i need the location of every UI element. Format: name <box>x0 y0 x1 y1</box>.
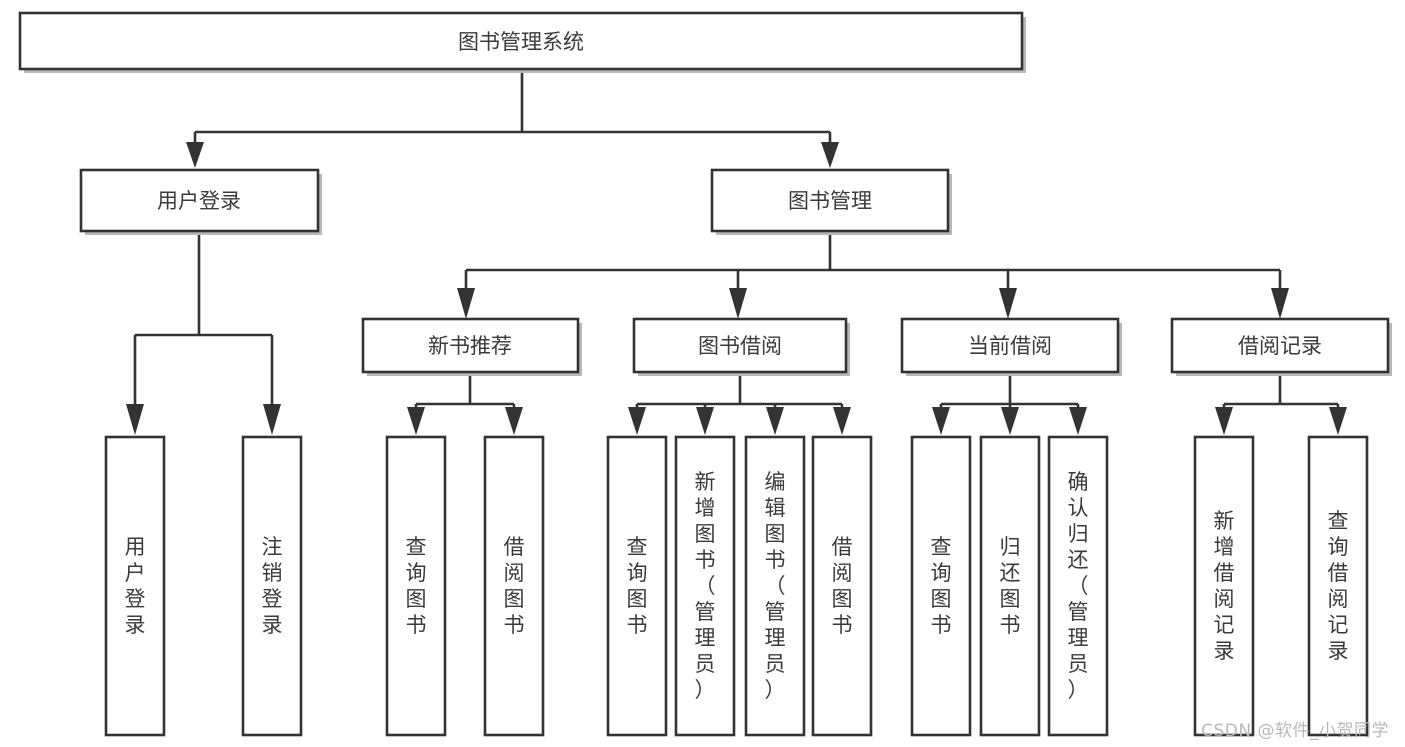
node-book-borrow-box <box>632 317 848 374</box>
node-book-borrow[interactable]: 图书借阅 <box>632 317 850 376</box>
node-leaf-query-book-1-label: 查询图书 <box>406 535 427 637</box>
arrow-bookborrow-leaf-3 <box>766 407 784 435</box>
node-root-label: 图书管理系统 <box>458 30 584 54</box>
node-leaf-query-book-3-label: 查询图书 <box>931 535 952 637</box>
node-leaf-confirm-return-box <box>1047 435 1109 737</box>
node-leaf-add-record[interactable]: 新增借阅记录 <box>1193 435 1255 737</box>
node-leaf-add-book-label: 新增图书（管理员） <box>695 470 716 702</box>
node-new-book-rec-box <box>361 317 580 374</box>
node-borrow-record[interactable]: 借阅记录 <box>1170 317 1392 376</box>
node-leaf-confirm-return[interactable]: 确认归还（管理员） <box>1047 435 1109 737</box>
node-leaf-query-book-3[interactable]: 查询图书 <box>910 435 972 737</box>
node-leaf-query-record-box <box>1307 435 1369 737</box>
node-leaf-add-record-box <box>1193 435 1255 737</box>
node-leaf-borrow-book-2-label: 借阅图书 <box>832 535 853 637</box>
node-leaf-borrow-book-1-box <box>483 435 545 737</box>
arrow-borrowrecord-leaf-1 <box>1215 407 1233 435</box>
arrow-bookmanage-to-bookborrow <box>729 288 747 319</box>
node-leaf-query-book-1-box <box>385 435 447 737</box>
arrow-bookborrow-leaf-2 <box>696 407 714 435</box>
node-new-book-rec-label: 新书推荐 <box>428 334 512 358</box>
node-leaf-confirm-return-label: 确认归还（管理员） <box>1068 470 1089 702</box>
node-leaf-query-book-2-box <box>606 435 668 737</box>
arrow-root-to-book-manage <box>821 142 839 168</box>
arrow-borrowrecord-leaf-2 <box>1329 407 1347 435</box>
node-leaf-query-record[interactable]: 查询借阅记录 <box>1307 435 1369 737</box>
arrow-bookmanage-to-newbook <box>457 288 475 319</box>
node-borrow-record-box <box>1170 317 1390 374</box>
node-leaf-user-login-box <box>104 435 166 737</box>
node-leaf-return-book[interactable]: 归还图书 <box>979 435 1041 737</box>
node-leaf-borrow-book-1[interactable]: 借阅图书 <box>483 435 545 737</box>
node-new-book-rec[interactable]: 新书推荐 <box>361 317 582 376</box>
arrow-userlogin-leaf-2 <box>263 404 281 435</box>
node-book-manage[interactable]: 图书管理 <box>710 168 952 235</box>
node-leaf-query-record-label: 查询借阅记录 <box>1328 509 1349 663</box>
node-leaf-query-book-3-box <box>910 435 972 737</box>
node-leaf-logout[interactable]: 注销登录 <box>241 435 303 737</box>
node-current-borrow-label: 当前借阅 <box>968 334 1052 358</box>
node-user-login-label: 用户登录 <box>157 189 241 213</box>
arrow-currentborrow-leaf-3 <box>1069 407 1087 435</box>
node-leaf-borrow-book-2[interactable]: 借阅图书 <box>811 435 873 737</box>
node-leaf-return-book-label: 归还图书 <box>1000 535 1021 637</box>
node-leaf-user-login[interactable]: 用户登录 <box>104 435 166 737</box>
node-leaf-add-book-box <box>674 435 736 737</box>
arrow-bookborrow-leaf-1 <box>628 407 646 435</box>
node-leaf-query-book-2[interactable]: 查询图书 <box>606 435 668 737</box>
node-root[interactable]: 图书管理系统 <box>18 11 1026 73</box>
node-leaf-borrow-book-2-box <box>811 435 873 737</box>
arrow-userlogin-leaf-1 <box>126 404 144 435</box>
node-leaf-edit-book-box <box>744 435 806 737</box>
node-current-borrow-box <box>900 317 1120 374</box>
node-borrow-record-label: 借阅记录 <box>1238 334 1322 358</box>
arrow-currentborrow-leaf-1 <box>932 407 950 435</box>
arrow-bookborrow-leaf-4 <box>833 407 851 435</box>
node-leaf-query-book-1[interactable]: 查询图书 <box>385 435 447 737</box>
node-leaf-logout-box <box>241 435 303 737</box>
node-leaf-user-login-label: 用户登录 <box>125 535 146 637</box>
node-user-login-box <box>79 168 320 233</box>
arrow-newbook-leaf-2 <box>505 407 523 435</box>
edge-layer <box>126 71 1347 435</box>
node-book-borrow-label: 图书借阅 <box>698 334 782 358</box>
node-leaf-borrow-book-1-label: 借阅图书 <box>504 535 525 637</box>
node-leaf-logout-label: 注销登录 <box>262 535 283 637</box>
node-book-manage-label: 图书管理 <box>788 189 872 213</box>
node-user-login[interactable]: 用户登录 <box>79 168 322 235</box>
arrow-root-to-user-login <box>186 142 204 168</box>
node-book-manage-box <box>710 168 950 233</box>
node-current-borrow[interactable]: 当前借阅 <box>900 317 1122 376</box>
node-leaf-edit-book[interactable]: 编辑图书（管理员） <box>744 435 806 737</box>
node-leaf-query-book-2-label: 查询图书 <box>627 535 648 637</box>
node-root-box <box>18 11 1024 71</box>
arrow-bookmanage-to-currentborrow <box>999 288 1017 319</box>
arrow-newbook-leaf-1 <box>407 407 425 435</box>
node-leaf-return-book-box <box>979 435 1041 737</box>
node-leaf-edit-book-label: 编辑图书（管理员） <box>765 470 786 702</box>
arrow-currentborrow-leaf-2 <box>1001 407 1019 435</box>
arrow-bookmanage-to-borrowrecord <box>1271 288 1289 319</box>
node-leaf-add-book[interactable]: 新增图书（管理员） <box>674 435 736 737</box>
node-leaf-add-record-label: 新增借阅记录 <box>1214 509 1235 663</box>
